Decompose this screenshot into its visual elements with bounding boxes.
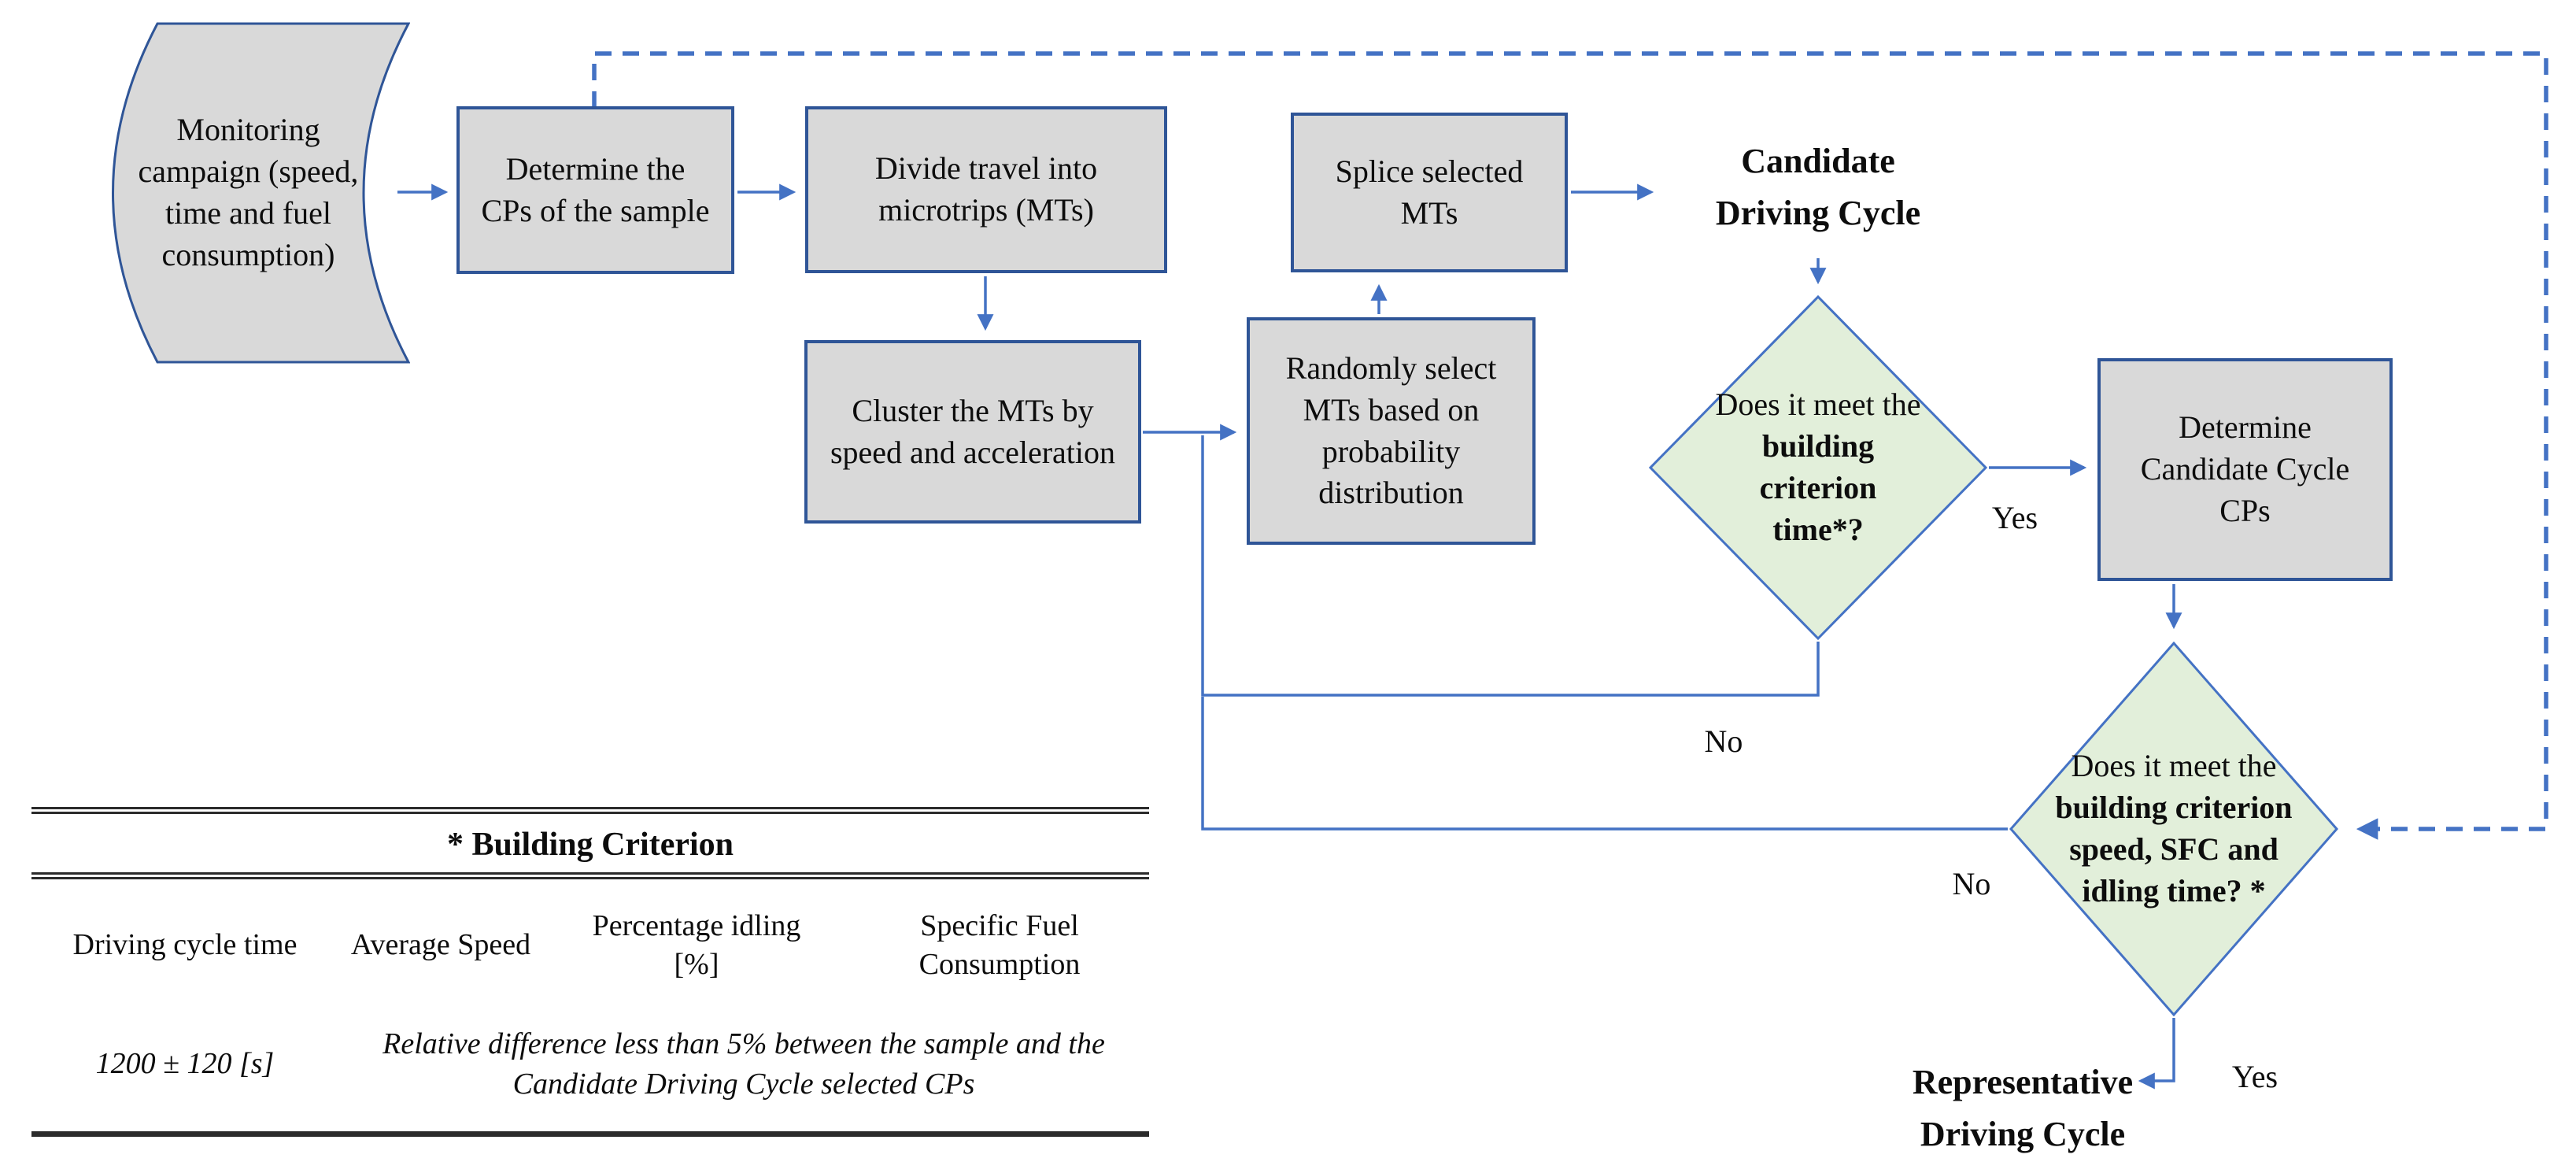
process-cluster-mts: Cluster the MTs by speed and acceleratio… bbox=[804, 340, 1141, 524]
decision-time-diamond-shape bbox=[1649, 295, 1987, 640]
edge-label-yes-1: Yes bbox=[1991, 500, 2038, 535]
table-header-average-speed: Average Speed bbox=[350, 928, 531, 962]
process-determine-candidate-cps: Determine Candidate Cycle CPs bbox=[2097, 358, 2393, 581]
edge-label-no-2: No bbox=[1952, 866, 1991, 901]
process-cluster-mts-label: Cluster the MTs by speed and acceleratio… bbox=[830, 392, 1115, 470]
stored-data-monitoring-campaign: Monitoring campaign (speed, time and fue… bbox=[67, 22, 410, 364]
candidate-driving-cycle-label: Candidate Driving Cycle bbox=[1715, 142, 1921, 232]
process-randomly-select: Randomly select MTs based on probability… bbox=[1247, 317, 1536, 545]
process-divide-travel: Divide travel into microtrips (MTs) bbox=[805, 106, 1167, 273]
table-mid-rule bbox=[31, 872, 1149, 879]
edge-label-no-1: No bbox=[1704, 723, 1743, 759]
process-randomly-select-label: Randomly select MTs based on probability… bbox=[1285, 350, 1497, 511]
table-header-specific-fuel-consumption: Specific Fuel Consumption bbox=[918, 908, 1081, 981]
table-top-rule bbox=[31, 807, 1149, 814]
process-splice-mts: Splice selected MTs bbox=[1291, 113, 1568, 272]
table-header-row: Driving cycle time Average Speed Percent… bbox=[31, 895, 1149, 996]
table-header-percentage-idling: Percentage idling [%] bbox=[592, 908, 801, 981]
decision-building-criterion-time: Does it meet the building criterion time… bbox=[1649, 295, 1987, 640]
table-header-driving-cycle-time: Driving cycle time bbox=[72, 928, 298, 962]
table-cell-driving-cycle-time-value: 1200 ± 120 [s] bbox=[95, 1047, 275, 1081]
edge-dashed-sample-cps-feedback bbox=[592, 51, 2548, 840]
decision-time-label: Does it meet the building criterion time… bbox=[1715, 387, 1921, 547]
edge-decision-speed-yes-to-representative bbox=[2138, 1018, 2175, 1090]
decision-speed-diamond-shape bbox=[2009, 642, 2338, 1016]
stored-data-shape bbox=[112, 22, 410, 364]
stored-data-label: Monitoring campaign (speed, time and fue… bbox=[138, 112, 359, 272]
process-determine-cps: Determine the CPs of the sample bbox=[456, 106, 734, 274]
edge-label-yes-2: Yes bbox=[2231, 1059, 2278, 1094]
process-determine-candidate-cps-label: Determine Candidate Cycle CPs bbox=[2140, 409, 2350, 528]
decision-speed-label: Does it meet the building criterion spee… bbox=[2055, 748, 2293, 908]
edge-decision-speed-no-loop bbox=[1201, 697, 2008, 831]
table-data-row: 1200 ± 120 [s] Relative difference less … bbox=[31, 1005, 1149, 1123]
table-cell-relative-difference-note: Relative difference less than 5% between… bbox=[383, 1027, 1105, 1101]
decision-building-criterion-speed: Does it meet the building criterion spee… bbox=[2009, 642, 2338, 1016]
process-splice-mts-label: Splice selected MTs bbox=[1335, 153, 1524, 231]
process-divide-travel-label: Divide travel into microtrips (MTs) bbox=[874, 150, 1098, 228]
edge-decision-time-no-loop bbox=[1201, 435, 1820, 697]
table-title: * Building Criterion bbox=[446, 827, 734, 863]
table-bottom-rule bbox=[31, 1131, 1149, 1137]
building-criterion-table: * Building Criterion Driving cycle time … bbox=[31, 807, 1149, 1142]
representative-driving-cycle-label: Representative Driving Cycle bbox=[1912, 1063, 2134, 1153]
process-determine-cps-label: Determine the CPs of the sample bbox=[481, 150, 710, 228]
